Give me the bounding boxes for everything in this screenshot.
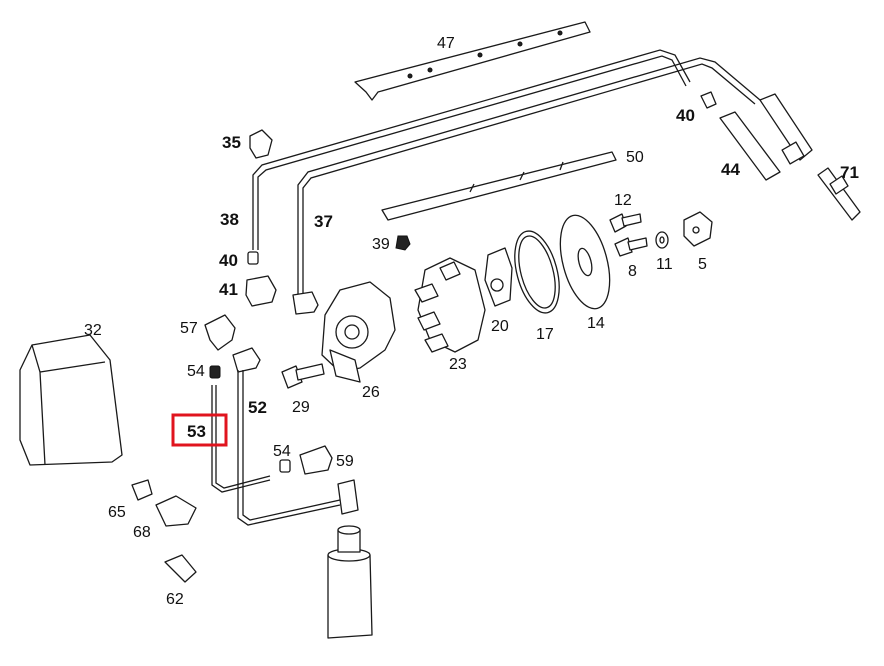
- label-26: 26: [362, 384, 380, 401]
- part-68-clamp: [155, 495, 197, 527]
- label-54-lower: 54: [273, 443, 291, 460]
- label-53: 53: [187, 422, 206, 441]
- label-17: 17: [536, 326, 554, 343]
- part-50-strip: [381, 151, 617, 221]
- part-47-rail: [354, 21, 591, 101]
- part-41-boot: [245, 275, 277, 307]
- label-52: 52: [248, 398, 267, 417]
- part-54-plug: [209, 365, 221, 379]
- part-59-boot: [299, 445, 333, 475]
- label-12: 12: [614, 192, 632, 209]
- label-47: 47: [437, 35, 455, 52]
- label-32: 32: [84, 322, 102, 339]
- part-20-rotor: [484, 247, 513, 307]
- label-23: 23: [449, 356, 467, 373]
- label-40-lower: 40: [219, 251, 238, 270]
- label-50: 50: [626, 149, 644, 166]
- label-57: 57: [180, 320, 198, 337]
- label-8: 8: [628, 263, 637, 280]
- part-62-clip: [164, 554, 197, 583]
- label-11: 11: [656, 256, 673, 273]
- part-54-lower-plug: [279, 459, 291, 473]
- part-57-boot: [204, 314, 236, 351]
- part-17-ring: [514, 230, 560, 314]
- label-14: 14: [587, 315, 605, 332]
- label-62: 62: [166, 591, 184, 608]
- part-53-cable: [211, 385, 271, 493]
- highlight-box: [171, 413, 228, 447]
- part-12-bolt: [609, 213, 642, 233]
- label-29: 29: [292, 399, 310, 416]
- part-11-washer: [655, 231, 669, 249]
- part-40-plug: [700, 91, 717, 109]
- part-23-cap: [414, 257, 486, 353]
- label-54-upper: 54: [187, 363, 205, 380]
- coil-boot: [337, 479, 359, 515]
- label-40-top: 40: [676, 106, 695, 125]
- label-44: 44: [721, 160, 740, 179]
- label-68: 68: [133, 524, 151, 541]
- part-35-clip: [249, 129, 273, 159]
- part-5-bracket: [683, 211, 713, 247]
- label-39: 39: [372, 236, 390, 253]
- label-37: 37: [314, 212, 333, 231]
- part-14-disc: [559, 214, 611, 310]
- part-26-distributor: [321, 281, 396, 383]
- part-38-cable: [252, 49, 691, 250]
- label-35: 35: [222, 133, 241, 152]
- ignition-coil: [327, 525, 373, 639]
- part-65-clip: [131, 479, 153, 501]
- label-38: 38: [220, 210, 239, 229]
- part-37-cable: [297, 57, 761, 295]
- part-40-lower-plug: [247, 251, 259, 265]
- part-39-nut: [395, 235, 411, 251]
- part-52-cable: [232, 347, 341, 526]
- part-71-spark-plug: [817, 167, 861, 221]
- part-8-bolt: [614, 237, 648, 257]
- part-29-bolt: [281, 363, 325, 389]
- label-20: 20: [491, 318, 509, 335]
- label-71: 71: [840, 163, 859, 182]
- label-59: 59: [336, 453, 354, 470]
- part-37-boot: [292, 291, 319, 315]
- part-44-connector: [719, 93, 813, 181]
- part-32-cover: [19, 334, 123, 466]
- label-41: 41: [219, 280, 238, 299]
- label-5: 5: [698, 256, 707, 273]
- label-65: 65: [108, 504, 126, 521]
